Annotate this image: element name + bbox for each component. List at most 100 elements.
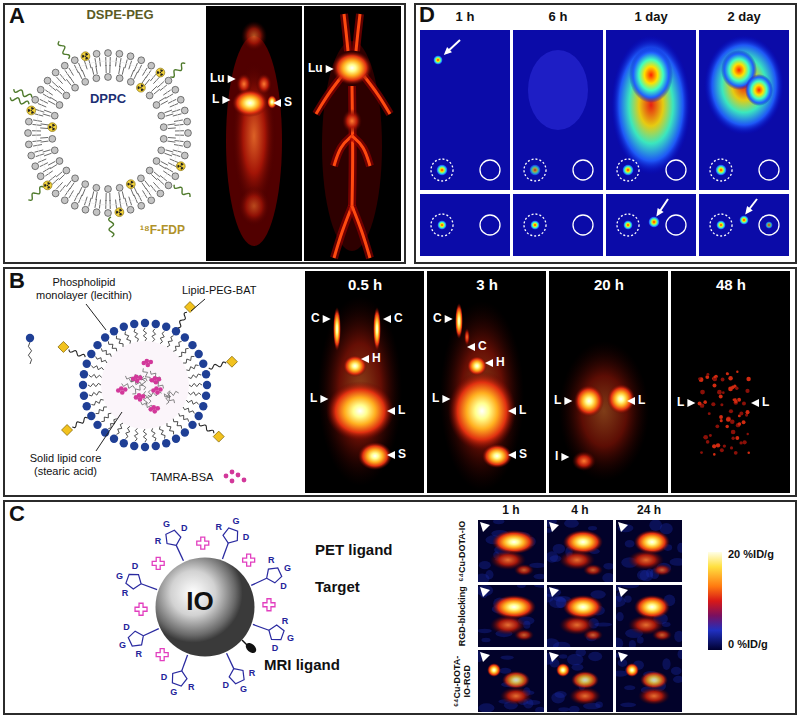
illustration-part [141,584,157,590]
illustration-part [93,50,100,57]
time-column: 6 h [513,6,603,258]
illustration-part [138,175,145,182]
illustration-part [148,62,155,69]
illustration-part [588,526,597,530]
illustration-part [502,671,530,689]
organ-label: H [496,356,505,370]
illustration-part [143,368,150,380]
illustration-part [120,199,122,208]
illustration-part [719,395,723,399]
illustration-part [267,568,282,583]
illustration-part [172,434,180,442]
pet-image: Lu [304,6,401,261]
pet-image-background-content [559,341,649,481]
pet-image-background [304,6,401,261]
illustration-part [141,319,149,327]
illustration-part [569,706,580,712]
illustration-part [110,434,118,442]
illustration-part [80,392,88,400]
illustration-part [25,141,32,148]
illustration-part [709,434,712,437]
pet-scan [616,650,682,712]
illustration-part [197,537,209,549]
illustration-part [728,376,732,380]
illustration-part [273,99,281,107]
illustration-part [244,641,258,655]
illustration-part [181,428,189,436]
illustration-part [146,92,153,99]
illustration-part [228,75,236,83]
illustration-part [85,57,88,60]
illustration-part [175,124,184,125]
illustration-part [105,210,112,217]
pet-image-background-content [318,296,402,486]
illustration-part [715,164,727,176]
illustration-part [155,390,160,395]
illustration-part [547,650,603,712]
illustration-part [480,587,490,597]
illustration-part [666,215,686,235]
illustration-part [467,343,475,351]
illustration-part [739,441,742,444]
illustration-part [120,323,128,331]
residue-letter: D [181,523,188,533]
illustration-part [445,315,453,323]
illustration-part [716,443,720,447]
illustration-part [222,96,230,104]
illustration-part [442,395,450,403]
residue-letter: G [287,633,294,643]
illustration-part [154,380,159,385]
illustration-part [142,77,147,84]
core-label: IO [186,587,213,617]
pet-image-background-content [226,21,282,246]
illustration-part [710,159,732,181]
illustration-part [95,199,97,208]
illustration-part [634,530,670,554]
illustration-part [176,162,185,171]
lipid-label: DPPC [90,92,126,107]
illustration-part [549,587,559,597]
illustration-part [31,110,32,111]
pet-image-background-content [440,301,524,491]
liposome: DPPC [28,53,188,213]
illustration-part [108,341,116,351]
component-label: ¹⁸F-FDP [140,224,185,238]
pet-scan-content [547,650,603,712]
pet-image-background-content [611,35,691,181]
pet-image-background-content [710,199,779,236]
organ-label: C [394,312,403,326]
pet-image-background [699,194,789,256]
illustration-part [700,390,705,395]
illustration-part [618,587,628,597]
illustration-part [508,407,516,415]
illustration-part [138,57,145,64]
panel-letter: A [9,5,25,27]
illustration-part [698,370,751,455]
illustration-part [119,211,120,212]
illustration-part [731,437,734,440]
pet-frame: 3 hCCHLLS [427,271,546,493]
illustration-part [342,109,362,133]
residue-letter: G [116,571,123,581]
illustration-part [32,135,41,136]
organ-label: I [555,450,558,464]
illustration-part [492,595,536,619]
illustration-part [726,372,729,375]
row-label: ⁶⁴Cu-DOTA-IO-RGD [452,650,473,712]
illustration-part [163,171,170,176]
illustration-part [455,303,463,339]
illustration-part [116,336,123,347]
illustration-part [59,174,65,180]
illustration-part [199,402,207,410]
illustration-part [704,35,784,135]
illustration-part [131,70,134,77]
time-label: 1 h [456,10,475,25]
illustration-part [708,412,711,415]
illustration-part [143,328,146,341]
pet-scan-content [478,651,544,712]
illustration-part [673,676,682,683]
illustration-part [27,106,36,115]
illustration-part [135,603,147,615]
illustration-part [82,189,85,196]
illustration-part [87,412,95,420]
